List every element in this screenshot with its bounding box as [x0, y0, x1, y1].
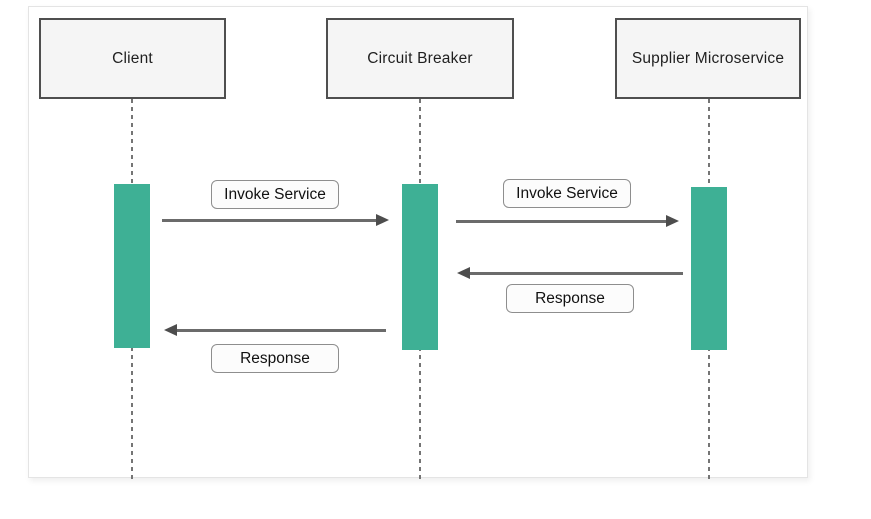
- activation-bar-supplier-microservice: [691, 187, 727, 350]
- message-label-invoke-service-1: Invoke Service: [211, 180, 339, 209]
- participant-supplier-microservice: Supplier Microservice: [615, 18, 801, 99]
- message-label-text: Response: [240, 349, 310, 367]
- message-label-text: Invoke Service: [224, 185, 326, 203]
- message-label-text: Invoke Service: [516, 184, 618, 202]
- participant-supplier-microservice-label: Supplier Microservice: [631, 49, 785, 67]
- participant-circuit-breaker-label: Circuit Breaker: [367, 49, 473, 67]
- message-arrow-response-1: [457, 267, 683, 279]
- message-arrow-invoke-service-1: [162, 214, 389, 226]
- arrow-head-right-icon: [376, 214, 389, 226]
- message-label-response-2: Response: [211, 344, 339, 373]
- diagram-card: Client Circuit Breaker Supplier Microser…: [28, 6, 808, 479]
- arrow-shaft: [468, 272, 683, 275]
- arrow-head-left-icon: [457, 267, 470, 279]
- message-label-invoke-service-2: Invoke Service: [503, 179, 631, 208]
- arrow-head-left-icon: [164, 324, 177, 336]
- arrow-shaft: [175, 329, 386, 332]
- message-label-response-1: Response: [506, 284, 634, 313]
- activation-bar-circuit-breaker: [402, 184, 438, 350]
- participant-client-label: Client: [112, 49, 153, 67]
- arrow-head-right-icon: [666, 215, 679, 227]
- message-arrow-invoke-service-2: [456, 215, 679, 227]
- arrow-shaft: [162, 219, 378, 222]
- activation-bar-client: [114, 184, 150, 348]
- message-arrow-response-2: [164, 324, 386, 336]
- message-label-text: Response: [535, 289, 605, 307]
- arrow-shaft: [456, 220, 668, 223]
- participant-client: Client: [39, 18, 226, 99]
- participant-circuit-breaker: Circuit Breaker: [326, 18, 514, 99]
